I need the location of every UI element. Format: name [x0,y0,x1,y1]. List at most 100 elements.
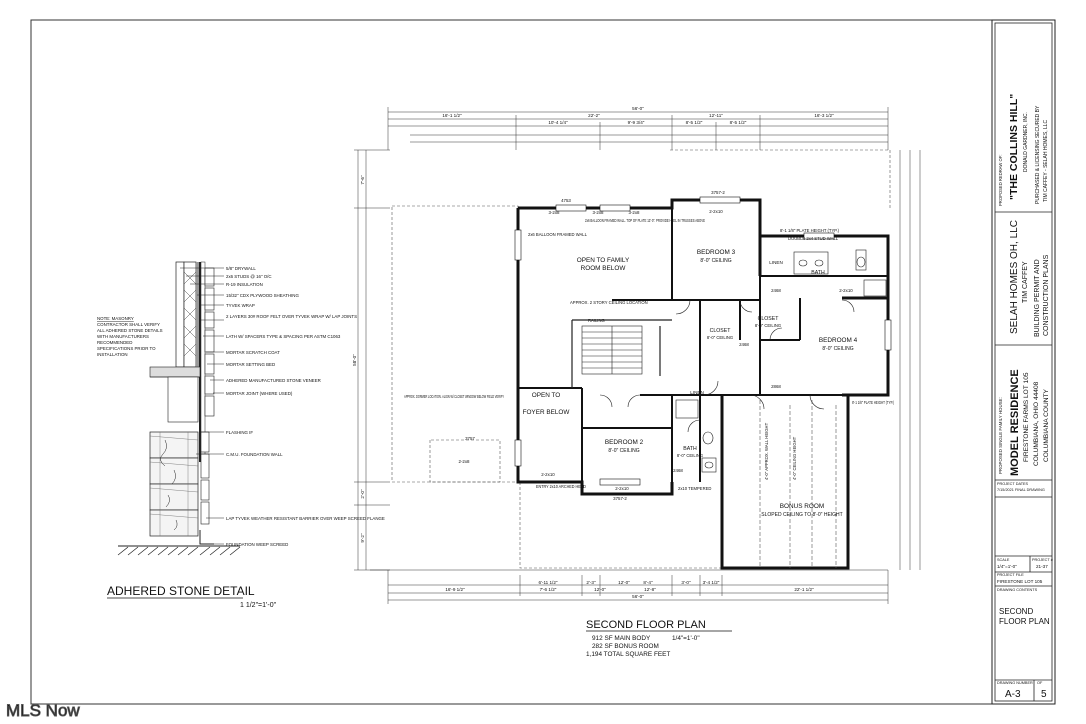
dimension-label: 16'-1 1/2" [442,113,462,118]
room-label: CLOSET [710,328,732,334]
field-label: DRAWING CONTENTS [997,588,1038,592]
window-tag: 3757 [465,436,475,441]
project-number: 21-37 [1036,564,1048,569]
plan-note: 8'-1 1/8" PLATE HEIGHT (TYP.) [780,228,840,233]
room-label: 8'-0" CEILING [677,453,703,458]
project-name: "THE COLLINS HILL" [1008,94,1020,200]
project-date: 7/15/2021 FINAL DRAWING [997,488,1045,492]
county: COLUMBIANA COUNTY [1043,388,1050,462]
window-tag: 4753 [561,198,571,203]
dimension-label: 8'-4" [643,580,653,585]
stone-label: ADHERED MANUFACTURED STONE VENEER [226,378,321,383]
plan-area: 1,194 TOTAL SQUARE FEET [586,651,670,658]
dimension-label: 9'-2" [360,533,365,543]
room-label: 8'-0" CEILING [755,323,781,328]
stone-label: 15/32" CDX PLYWOOD SHEATHING [226,293,299,298]
header-tag: 2-2x10 [839,288,853,293]
room-label: 8'-0" CEILING [707,335,733,340]
dimension-label: 22'-2" [588,113,600,118]
dimension-label: 12'-0" [594,587,606,592]
plan-note: ENTRY 2x10 ARCHED HEAD [536,484,586,489]
field-label: OF [1037,681,1043,685]
dimension-label: 22'-1 1/2" [794,587,814,592]
floor-plan: 56'-0" 16'-1 1/2" 22'-2" 12'-11" 16'-3 1… [352,106,921,658]
residence-label: PROPOSED SINGLE FAMILY HOUSE: [998,397,1003,474]
room-label: BEDROOM 3 [697,249,736,256]
header-tag: 2-2x8 [459,459,471,464]
stone-note-line: SPECIFICATIONS PRIOR TO [97,346,156,351]
room-label: BATH [811,270,825,276]
stone-note-line: CONTRACTOR SHALL VERIFY [97,322,160,327]
dimension-label: 12'-8" [644,587,656,592]
window-tag: 2868 [771,384,781,389]
header-tag: 2-2x10 [615,486,629,491]
person-name: TIM CAFFEY [1022,261,1029,303]
room-label: BONUS ROOM [780,503,824,510]
dimension-label: 12'-11" [709,113,723,118]
title-block: PROPOSED REDRAW OF: "THE COLLINS HILL" D… [991,19,1056,705]
purpose-line: CONSTRUCTION PLANS [1043,254,1050,336]
field-label: DRAWING NUMBER [997,681,1033,685]
plan-note: APPROX. 2 STORY CEILING LOCATION [570,300,648,305]
room-label: LINEN [690,390,704,395]
plan-note: 2x6 BALLOON FRAMED WALL [528,232,588,237]
field-label: SCALE [997,558,1010,562]
stone-note-line: RECOMMENDED [97,340,132,345]
stone-label: 2 LAYERS 30# ROOF FELT OVER TYVEK WRAP W… [226,314,357,319]
dimension-label: 16'-3 1/2" [814,113,834,118]
company-name: SELAH HOMES OH, LLC [1009,220,1020,334]
plan-scale: 1/4"=1'-0" [672,635,700,642]
stone-label: TYVEK WRAP [226,303,255,308]
header-tag: 3-2x8 [629,210,641,215]
room-label: ROOM BELOW [581,265,627,272]
room-label: LINEN [769,260,783,265]
dimension-label: 56'-0" [632,594,644,599]
licensing-line: TIM CAFFEY - SELAH HOMES, LLC [1043,119,1049,202]
room-label: 8'-0" CEILING [608,448,639,454]
stone-label: MORTAR SCRATCH COAT [226,350,280,355]
header-tag: 2-2x10 [709,209,723,214]
window-tag: 2468 [673,468,683,473]
dimension-label: 7'-6 1/2" [540,587,557,592]
field-label: PROJECT # [1032,558,1054,562]
room-label: 8'-0" CEILING [700,258,731,264]
field-label: PROJECT DATES [997,482,1029,486]
room-label: BATH [683,446,697,452]
room-label: CLOSET [758,316,780,322]
designer: DONALD GARDNER, INC. [1023,112,1029,172]
dimension-label: 3'-0" [681,580,691,585]
stone-label: 2x6 STUDS @ 16" O/C [226,274,272,279]
city: COLUMBIANA, OHIO 44408 [1033,381,1040,466]
plan-note: RAILING [588,318,605,323]
window-tag: 2468 [771,288,781,293]
plan-note: 2x6 BALLOON FRAMED WALL. TOP OF PLATE 13… [585,218,705,223]
dimension-label: 58'-0" [352,354,357,366]
field-label: PROJECT FILE [997,573,1024,577]
stone-detail-title: ADHERED STONE DETAIL [107,584,255,598]
stone-label: 5/8" DRYWALL [226,266,256,271]
plan-title: SECOND FLOOR PLAN [586,619,706,631]
window-tag: 2468 [739,342,749,347]
dimension-label: 2'-0" [360,489,365,499]
watermark: MLS Now [6,701,80,720]
dimension-label: 12'-0" [618,580,630,585]
purpose-line: BUILDING PERMIT AND [1034,259,1041,337]
stone-label: MORTAR JOINT (WHERE USED) [226,391,293,396]
plan-note: APPROX. DORMER LOCATION. ALIGN W/ CLOSET… [404,394,504,399]
room-label: SLOPED CEILING TO 8'-0" HEIGHT [761,512,842,518]
dimension-label: 3'-4 1/2" [703,580,720,585]
header-tag: 2-2x10 [541,472,555,477]
room-label: BEDROOM 2 [605,439,644,446]
stone-detail-scale: 1 1/2"=1'-0" [240,602,277,609]
dimension-label: 8'-5 1/2" [730,120,747,125]
plan-note: 4'-0" APPROX. WALL HEIGHT [764,422,769,480]
stone-label: LAP TYVEK WEATHER RESISTANT BARRIER OVER… [226,516,385,521]
dimension-label: 10'-4 1/4" [548,120,568,125]
residence-name: MODEL RESIDENCE [1009,369,1021,476]
drawing-contents: SECOND [999,607,1033,616]
room-label: BEDROOM 4 [819,337,858,344]
plan-note: 4'-0" CEILING HEIGHT [792,436,797,480]
drawing-contents: FLOOR PLAN [999,617,1050,626]
room-label: OPEN TO [532,392,561,399]
header-tag: 3-2x8 [593,210,605,215]
